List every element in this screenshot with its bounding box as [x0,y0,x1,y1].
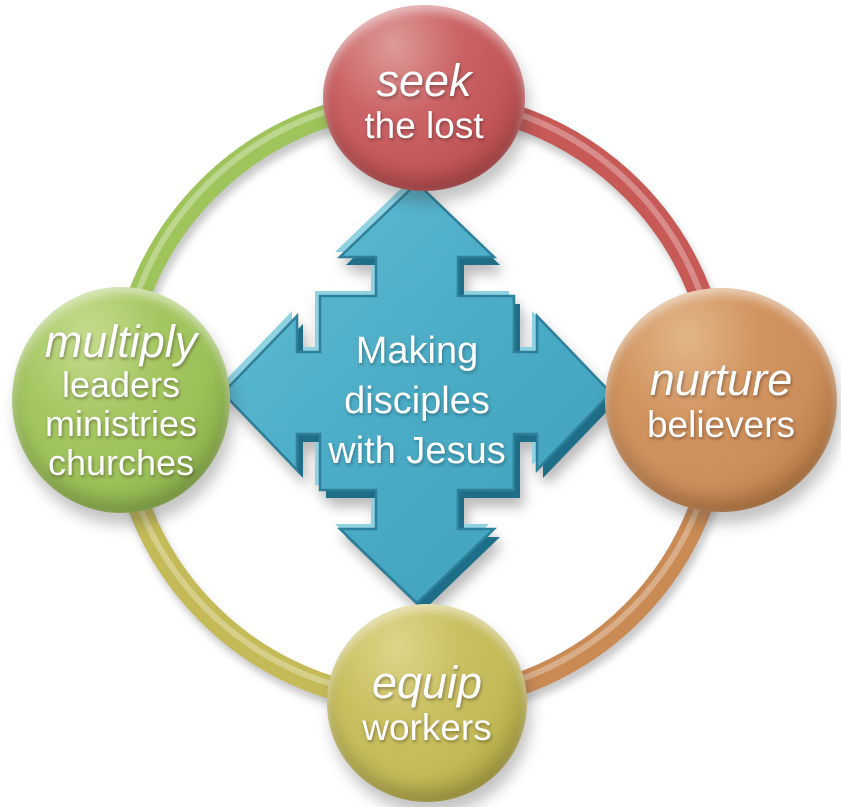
center-label: Making disciples with Jesus [287,326,547,476]
node-multiply-subtitle: churches [47,442,195,484]
node-nurture-title: nurture [649,353,793,405]
node-multiply: multiply leaders ministries churches [12,287,230,513]
node-seek-subtitle: the lost [364,105,484,147]
node-seek-title: seek [376,54,472,106]
center-label-line: Making [355,330,479,372]
node-equip: equip workers [327,604,527,802]
quad-arrow-face [221,181,613,605]
node-nurture-subtitle: believers [646,404,796,446]
node-multiply-subtitle: leaders [61,364,181,406]
node-multiply-title: multiply [44,315,198,367]
node-multiply-subtitle: ministries [44,403,197,445]
node-equip-title: equip [371,656,483,708]
node-seek: seek the lost [323,5,525,191]
node-nurture: nurture believers [605,288,837,512]
center-label-line: disciples [344,380,490,422]
node-equip-subtitle: workers [362,707,492,749]
center-label-line: with Jesus [328,430,506,472]
